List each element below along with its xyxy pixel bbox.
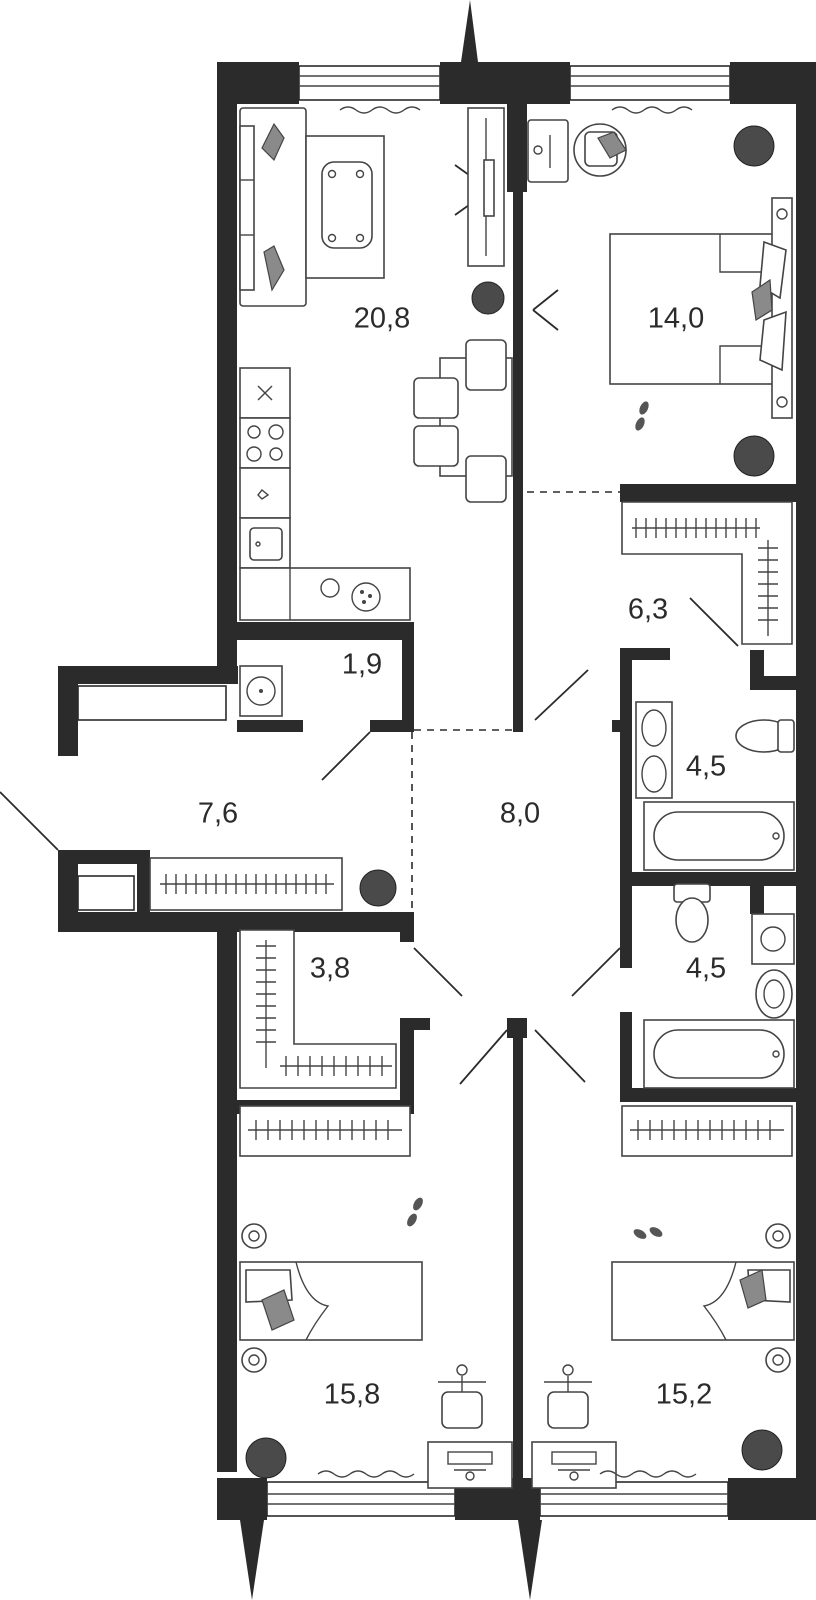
coffee-table — [305, 135, 385, 279]
toilet-icon — [673, 883, 711, 943]
room-area-bedroom-left: 15,8 — [324, 1379, 380, 1411]
toilet-icon — [735, 719, 795, 753]
stove-icon — [239, 367, 411, 621]
sink-icon — [239, 665, 283, 717]
room-area-toilet: 1,9 — [342, 649, 382, 681]
walls — [58, 0, 816, 1600]
wardrobe-hangers — [635, 518, 778, 621]
room-area-bedroom-right: 15,2 — [656, 1379, 712, 1411]
curtain-decor — [317, 106, 697, 1478]
room-area-entrance-hall: 7,6 — [198, 798, 238, 830]
room-area-bathroom-2: 4,5 — [686, 953, 726, 985]
sofa-icon — [239, 107, 307, 307]
wardrobe-icon — [621, 1105, 793, 1157]
area-labels: 20,8 14,0 6,3 1,9 4,5 7,6 8,0 4,5 3,8 15… — [198, 303, 726, 1411]
bed-icon — [609, 197, 793, 419]
plant-icon — [245, 125, 783, 1479]
footprints-icon — [635, 401, 649, 431]
room-area-hallway: 8,0 — [500, 798, 540, 830]
wardrobe-icon — [467, 107, 505, 267]
desk-icon — [427, 1441, 513, 1489]
wardrobe-icon — [239, 1105, 411, 1157]
room-area-bathroom-1: 4,5 — [686, 751, 726, 783]
chair-icon — [438, 1364, 486, 1429]
room-area-wardrobe-2: 3,8 — [310, 953, 350, 985]
desk-icon — [531, 1441, 617, 1489]
chair-icon — [544, 1364, 592, 1429]
room-area-living-kitchen: 20,8 — [354, 303, 410, 335]
zone-separators — [411, 491, 620, 912]
room-area-wardrobe-main: 6,3 — [628, 594, 668, 626]
footprints-icon — [633, 1227, 663, 1239]
desk-icon — [527, 119, 569, 183]
footprints-icon — [407, 1197, 423, 1227]
bed-icon — [239, 1223, 423, 1373]
dining-table — [413, 339, 513, 503]
bathtub-icon — [643, 801, 795, 871]
wardrobe-icon — [149, 857, 343, 911]
bed-icon — [611, 1223, 795, 1373]
chair-icon — [573, 123, 627, 177]
door-icon — [0, 164, 739, 1085]
bathtub-icon — [643, 1019, 795, 1089]
sink-icon — [751, 913, 795, 1019]
window-icon — [77, 65, 731, 1517]
room-area-bedroom-main: 14,0 — [648, 303, 704, 335]
wardrobe-icon — [239, 929, 397, 1089]
sink-icon — [635, 701, 673, 799]
